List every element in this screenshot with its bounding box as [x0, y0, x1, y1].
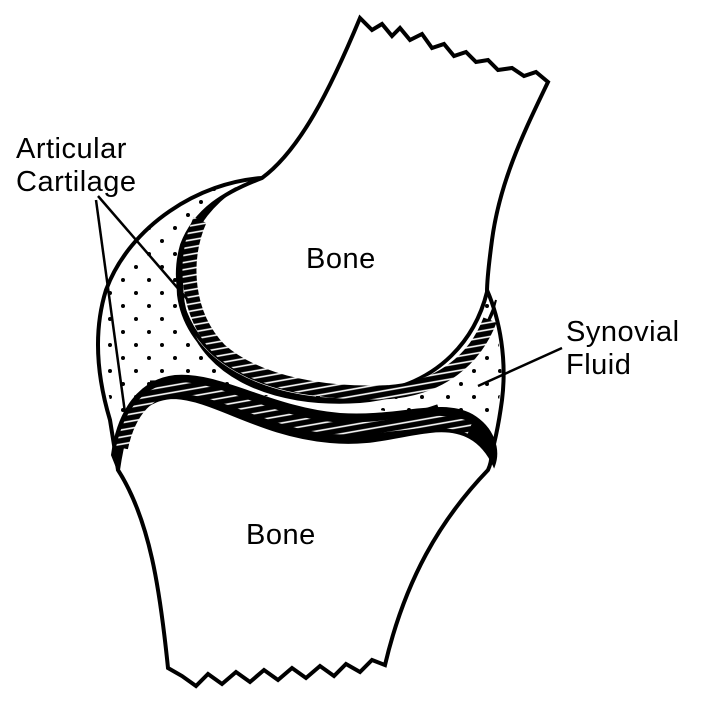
- articular-leader-line-lower: [94, 199, 128, 421]
- articular-cartilage-label-line1: Articular: [16, 133, 127, 165]
- articular-cartilage-label-line2: Cartilage: [16, 166, 137, 198]
- joint-capsule-outline: [95, 176, 263, 471]
- articular-leader-line-upper: [97, 195, 189, 301]
- synovial-fluid-label-line2: Fluid: [566, 349, 632, 381]
- upper-cartilage-hatch: [182, 217, 497, 400]
- lower-cartilage-hatch: [116, 381, 473, 450]
- upper-articular-cartilage: [176, 187, 497, 404]
- synovial-fluid-label-line1: Synovial: [566, 316, 680, 348]
- lower-bone-label: Bone: [246, 519, 316, 551]
- synovial-leader-line: [477, 346, 563, 388]
- upper-bone-label: Bone: [306, 243, 376, 275]
